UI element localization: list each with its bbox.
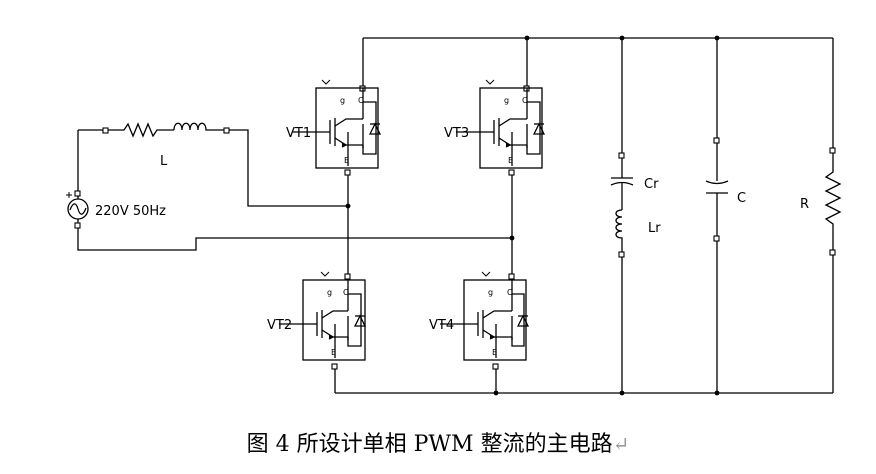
junction-dots <box>345 35 720 396</box>
inductor-lr <box>615 209 623 252</box>
vt3-pin-c: C <box>522 96 528 105</box>
capacitor-cr <box>610 158 634 192</box>
ac-source <box>66 192 89 223</box>
label-source: 220V 50Hz <box>95 204 166 219</box>
paragraph-mark: ↵ <box>612 432 630 456</box>
vt4-pin-c: C <box>507 288 513 297</box>
igbt-vt3 <box>456 79 546 169</box>
component-labels: VT1 VT3 VT2 VT4 L 220V 50Hz Cr Lr C R <box>95 126 809 333</box>
label-c: C <box>737 191 746 206</box>
vt1-pin-g: g <box>340 96 345 105</box>
label-inductor-l: L <box>160 154 168 169</box>
label-vt1: VT1 <box>286 126 311 141</box>
inductor-l <box>108 122 224 138</box>
wires <box>77 37 834 394</box>
capacitor-c <box>705 143 729 236</box>
igbt-vt4 <box>440 271 530 361</box>
label-lr: Lr <box>648 221 661 236</box>
label-vt3: VT3 <box>444 126 469 141</box>
vt2-pin-c: C <box>343 288 349 297</box>
igbt-vt2 <box>279 271 367 361</box>
igbt-vt1 <box>292 79 382 169</box>
vt3-pin-g: g <box>504 96 509 105</box>
vt3-pin-e: E <box>508 156 513 165</box>
vt1-pin-c: C <box>358 96 364 105</box>
caption-text: 图 4 所设计单相 PWM 整流的主电路 <box>246 432 613 457</box>
vt2-pin-g: g <box>327 288 332 297</box>
label-vt2: VT2 <box>267 318 292 333</box>
resistor-r <box>824 153 842 250</box>
label-vt4: VT4 <box>429 318 454 333</box>
vt4-pin-e: E <box>492 348 497 357</box>
vt1-pin-e: E <box>344 156 349 165</box>
label-cr: Cr <box>644 177 659 192</box>
igbt-pin-labels: g C E g C E g C E g C E <box>327 96 528 357</box>
figure-caption: 图 4 所设计单相 PWM 整流的主电路↵ <box>0 426 876 458</box>
vt4-pin-g: g <box>488 288 493 297</box>
vt2-pin-e: E <box>331 348 336 357</box>
label-r: R <box>800 197 809 212</box>
